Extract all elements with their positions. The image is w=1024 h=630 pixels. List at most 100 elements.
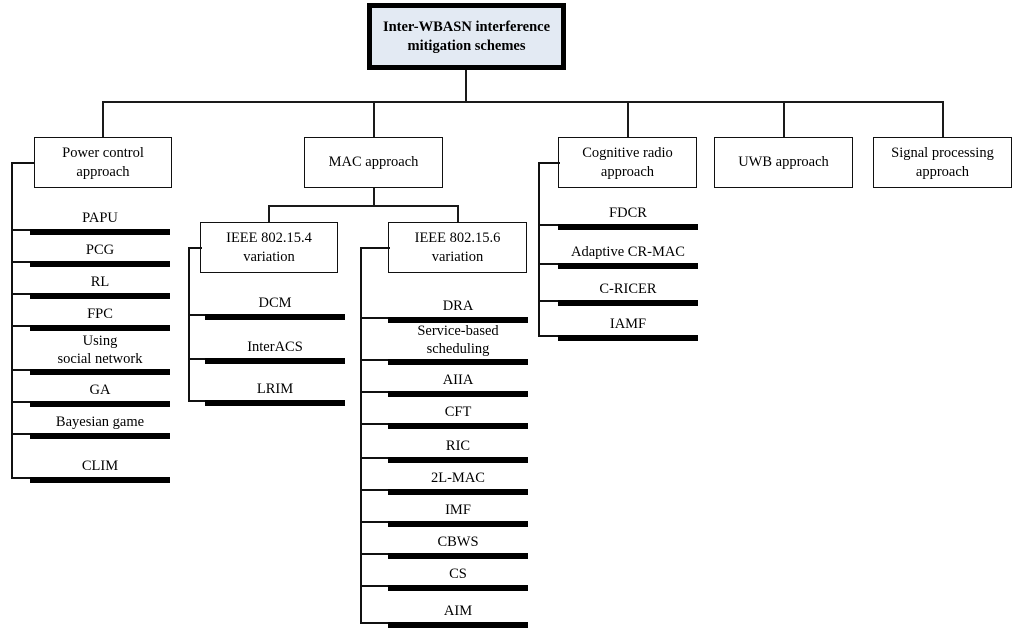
- leaf-label-ga: GA: [89, 382, 111, 399]
- connector-stub-papu: [11, 229, 32, 231]
- connector-mac-drop: [373, 188, 375, 206]
- subcategory-label-ieee-802-15-6: IEEE 802.15.6 variation: [414, 229, 501, 265]
- leaf-bar-fpc: [30, 325, 170, 331]
- leaf-item-dra[interactable]: DRA: [388, 294, 528, 323]
- leaf-bar-ga: [30, 401, 170, 407]
- leaf-item-cbws[interactable]: CBWS: [388, 530, 528, 559]
- connector-stub-iamf: [538, 335, 560, 337]
- leaf-bar-cbws: [388, 553, 528, 559]
- category-box-mac[interactable]: MAC approach: [304, 137, 443, 188]
- leaf-label-clim: CLIM: [81, 458, 119, 475]
- leaf-label-rl: RL: [90, 274, 110, 291]
- leaf-item-dcm[interactable]: DCM: [205, 291, 345, 320]
- connector-root-drop: [465, 70, 467, 102]
- leaf-bar-cs: [388, 585, 528, 591]
- leaf-item-2l-mac[interactable]: 2L-MAC: [388, 466, 528, 495]
- category-box-power-control[interactable]: Power control approach: [34, 137, 172, 188]
- connector-stub-dcm: [188, 314, 208, 316]
- connector-stub-pcg: [11, 261, 32, 263]
- connector-ieee-802-15-4-elbow: [188, 247, 202, 249]
- leaf-item-fpc[interactable]: FPC: [30, 302, 170, 331]
- connector-ieee-802-15-4-stem: [188, 247, 191, 402]
- leaf-label-aiia: AIIA: [442, 372, 474, 389]
- connector-stub-dra: [360, 317, 390, 319]
- connector-power-control-elbow: [11, 162, 35, 164]
- leaf-item-aiia[interactable]: AIIA: [388, 368, 528, 397]
- leaf-label-cft: CFT: [444, 404, 472, 421]
- leaf-label-bayesian-game: Bayesian game: [55, 414, 145, 431]
- leaf-label-adaptive-cr-mac: Adaptive CR-MAC: [571, 244, 685, 261]
- leaf-bar-imf: [388, 521, 528, 527]
- leaf-label-cs: CS: [449, 566, 467, 583]
- leaf-item-c-ricer[interactable]: C-RICER: [558, 277, 698, 306]
- subcategory-label-ieee-802-15-4: IEEE 802.15.4 variation: [226, 229, 312, 265]
- leaf-label-cbws: CBWS: [437, 534, 479, 551]
- leaf-item-bayesian-game[interactable]: Bayesian game: [30, 410, 170, 439]
- subcategory-box-ieee-802-15-4[interactable]: IEEE 802.15.4 variation: [200, 222, 338, 273]
- connector-stub-2l-mac: [360, 489, 390, 491]
- connector-bus-to-power-control: [102, 101, 104, 137]
- connector-stub-ric: [360, 457, 390, 459]
- subcategory-box-ieee-802-15-6[interactable]: IEEE 802.15.6 variation: [388, 222, 527, 273]
- leaf-item-ric[interactable]: RIC: [388, 434, 528, 463]
- connector-stub-fpc: [11, 325, 32, 327]
- leaf-label-iamf: IAMF: [609, 316, 647, 333]
- leaf-item-cs[interactable]: CS: [388, 562, 528, 591]
- connector-main-bus: [103, 101, 944, 103]
- leaf-bar-c-ricer: [558, 300, 698, 306]
- leaf-label-fdcr: FDCR: [609, 205, 647, 222]
- leaf-bar-pcg: [30, 261, 170, 267]
- leaf-item-using-social-network[interactable]: Using social network: [30, 333, 170, 375]
- leaf-bar-fdcr: [558, 224, 698, 230]
- leaf-label-service-based-scheduling: Service-based scheduling: [417, 323, 499, 357]
- leaf-bar-aiia: [388, 391, 528, 397]
- connector-stub-cft: [360, 423, 390, 425]
- category-label-cognitive-radio: Cognitive radio approach: [582, 144, 673, 180]
- root-node-inter-wbasn: Inter-WBASN interference mitigation sche…: [367, 3, 566, 70]
- connector-stub-interacs: [188, 358, 208, 360]
- leaf-bar-clim: [30, 477, 170, 483]
- connector-bus-to-uwb: [783, 101, 785, 137]
- connector-sub-bus-to-802-15-4: [268, 205, 270, 223]
- leaf-item-service-based-scheduling[interactable]: Service-based scheduling: [388, 323, 528, 365]
- leaf-item-fdcr[interactable]: FDCR: [558, 201, 698, 230]
- leaf-item-papu[interactable]: PAPU: [30, 206, 170, 235]
- connector-stub-cs: [360, 585, 390, 587]
- connector-bus-to-signal-processing: [942, 101, 944, 137]
- leaf-bar-rl: [30, 293, 170, 299]
- connector-mac-sub-bus: [268, 205, 459, 207]
- leaf-label-fpc: FPC: [87, 306, 113, 323]
- connector-stub-lrim: [188, 400, 208, 402]
- leaf-label-ric: RIC: [445, 438, 471, 455]
- connector-bus-to-cognitive-radio: [627, 101, 629, 137]
- leaf-item-aim[interactable]: AIM: [388, 599, 528, 628]
- leaf-label-interacs: InterACS: [247, 339, 303, 356]
- connector-stub-cbws: [360, 553, 390, 555]
- leaf-item-lrim[interactable]: LRIM: [205, 377, 345, 406]
- category-label-mac: MAC approach: [328, 154, 419, 171]
- leaf-bar-aim: [388, 622, 528, 628]
- leaf-item-clim[interactable]: CLIM: [30, 454, 170, 483]
- leaf-item-adaptive-cr-mac[interactable]: Adaptive CR-MAC: [558, 240, 698, 269]
- category-box-signal-processing[interactable]: Signal processing approach: [873, 137, 1012, 188]
- category-box-cognitive-radio[interactable]: Cognitive radio approach: [558, 137, 697, 188]
- leaf-bar-cft: [388, 423, 528, 429]
- leaf-item-interacs[interactable]: InterACS: [205, 335, 345, 364]
- connector-stub-imf: [360, 521, 390, 523]
- leaf-bar-using-social-network: [30, 369, 170, 375]
- connector-stub-c-ricer: [538, 300, 560, 302]
- connector-stub-aiia: [360, 391, 390, 393]
- leaf-item-iamf[interactable]: IAMF: [558, 312, 698, 341]
- connector-stub-fdcr: [538, 224, 560, 226]
- leaf-item-ga[interactable]: GA: [30, 378, 170, 407]
- leaf-item-cft[interactable]: CFT: [388, 400, 528, 429]
- leaf-label-pcg: PCG: [85, 242, 115, 259]
- leaf-item-pcg[interactable]: PCG: [30, 238, 170, 267]
- leaf-bar-ric: [388, 457, 528, 463]
- leaf-item-rl[interactable]: RL: [30, 270, 170, 299]
- category-box-uwb[interactable]: UWB approach: [714, 137, 853, 188]
- leaf-item-imf[interactable]: IMF: [388, 498, 528, 527]
- leaf-label-papu: PAPU: [82, 210, 118, 227]
- connector-stub-aim: [360, 622, 390, 624]
